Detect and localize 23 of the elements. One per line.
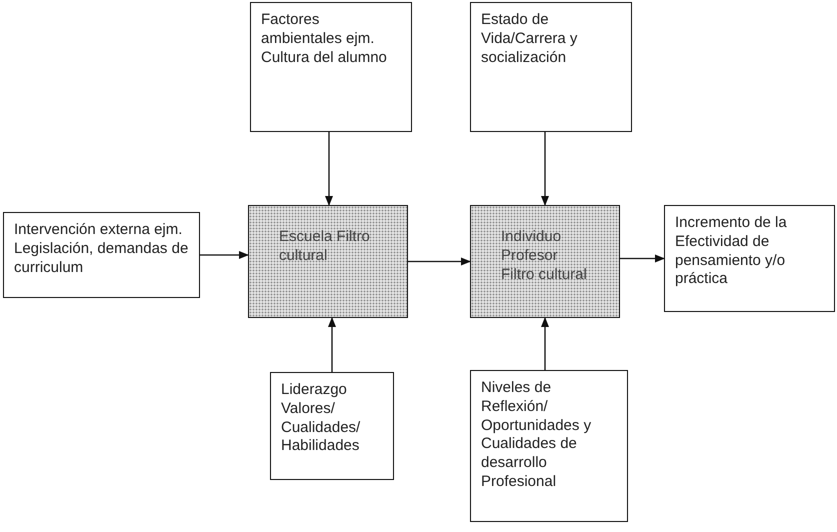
arrow <box>408 258 471 266</box>
box-text: Individuo Profesor Filtro cultural <box>501 228 588 284</box>
box-text: Intervención externa ejm. Legislación, demandas de curriculum <box>14 221 189 278</box>
factor-box <box>270 372 394 480</box>
arrow <box>325 132 333 206</box>
factor-box <box>470 370 628 522</box>
filter-box <box>248 205 408 318</box>
factor-box <box>470 2 632 132</box>
box-text: Niveles de Reflexión/ Oportunidades y Cualidades de desarrollo Profesional <box>481 379 592 492</box>
arrow <box>541 132 549 206</box>
filter-box <box>470 205 620 318</box>
box-text: Incremento de la Efectividad de pensamiento y/o práctica <box>675 214 788 289</box>
box-text: Escuela Filtro cultural <box>279 228 371 266</box>
factor-box <box>664 205 835 312</box>
arrow <box>328 317 336 372</box>
box-text: Liderazgo Valores/ Cualidades/ Habilidades <box>281 381 362 456</box>
factor-box <box>3 212 200 298</box>
box-text: Factores ambientales ejm. Cultura del alumno <box>261 11 388 68</box>
arrow <box>541 317 549 370</box>
arrow <box>620 254 665 262</box>
arrow <box>200 251 249 259</box>
box-text: Estado de Vida/Carrera y socialización <box>481 11 578 68</box>
factor-box <box>250 2 412 132</box>
